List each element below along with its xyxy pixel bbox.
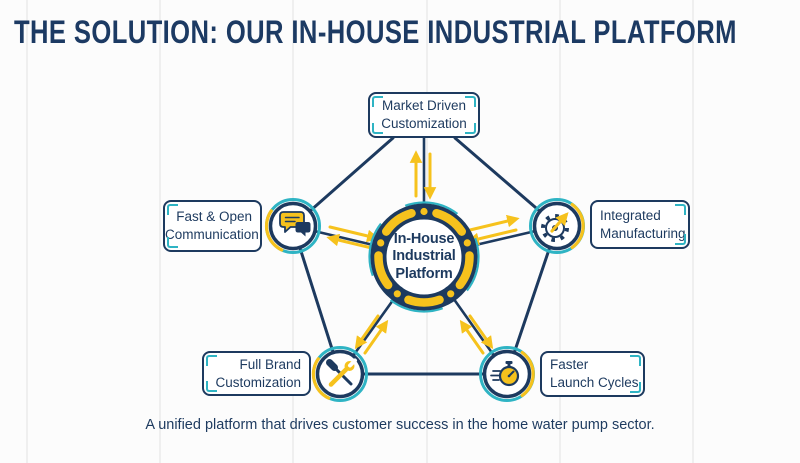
node-label: Manufacturing <box>600 225 686 241</box>
corner-bracket-icon <box>465 123 476 134</box>
corner-bracket-icon <box>167 204 178 215</box>
medallion-manufacturing <box>529 198 585 254</box>
hub-label: In-House Industrial Platform <box>354 224 494 290</box>
corner-bracket-icon <box>675 204 686 215</box>
corner-bracket-icon <box>206 381 217 392</box>
corner-bracket-icon <box>372 96 383 107</box>
hub-label-line: Platform <box>395 265 453 282</box>
corner-bracket-icon <box>372 123 383 134</box>
medallion-launch <box>479 346 535 402</box>
node-label: Full Brand <box>239 356 301 372</box>
node-label: Customization <box>381 116 467 131</box>
medallion-brand <box>311 346 368 402</box>
corner-bracket-icon <box>675 234 686 245</box>
node-label: Market Driven <box>381 98 467 114</box>
node-box-full-brand-customization: Full Brand Customization <box>202 351 311 396</box>
corner-bracket-icon <box>167 237 178 248</box>
corner-bracket-icon <box>630 382 641 393</box>
node-label: Launch Cycles <box>550 375 639 390</box>
chat-bubbles-icon <box>279 211 311 237</box>
background-grid-line <box>159 0 161 463</box>
corner-bracket-icon <box>465 96 476 107</box>
gear-arrow-icon <box>541 212 569 242</box>
footer-caption: A unified platform that drives customer … <box>145 417 655 433</box>
corner-bracket-icon <box>206 355 217 366</box>
node-label: Fast & Open <box>176 209 252 225</box>
slide-title: THE SOLUTION: OUR IN-HOUSE INDUSTRIAL PL… <box>14 14 737 50</box>
hub-label-line: In-House <box>393 231 455 248</box>
node-box-faster-launch-cycles: Faster Launch Cycles <box>540 351 645 397</box>
hub-label-line: Industrial <box>392 248 456 265</box>
stopwatch-icon <box>490 361 520 387</box>
corner-bracket-icon <box>630 355 641 366</box>
background-grid-line <box>692 0 694 463</box>
node-label: Customization <box>215 374 301 390</box>
node-box-integrated-manufacturing: Integrated Manufacturing <box>590 200 690 249</box>
node-label: Faster <box>550 357 589 373</box>
node-box-fast-open-communication: Fast & Open Communication <box>163 200 262 252</box>
node-box-market-driven-customization: Market Driven Customization <box>368 92 480 138</box>
background-grid-line <box>26 0 28 463</box>
crossed-tools-icon <box>326 358 357 387</box>
node-label: Integrated <box>600 207 661 223</box>
node-label: Communication <box>165 227 259 242</box>
